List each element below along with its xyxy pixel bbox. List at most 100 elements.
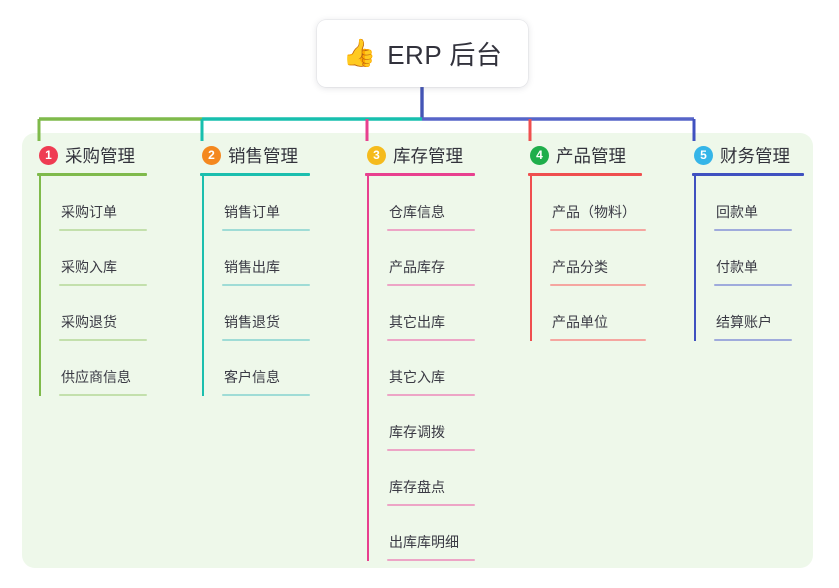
branch-header-2[interactable]: 2 销售管理 [200, 140, 310, 170]
branch-header-1[interactable]: 1 采购管理 [37, 140, 147, 170]
branch-item[interactable]: 采购退货 [37, 286, 147, 341]
branch-item-rule [714, 284, 792, 286]
branch-title: 库存管理 [393, 145, 463, 166]
branch-item-rule [59, 394, 147, 396]
root-title: ERP 后台 [387, 40, 503, 70]
branch-item-label: 供应商信息 [61, 369, 131, 385]
branch-column-1: 1 采购管理采购订单采购入库采购退货供应商信息 [37, 140, 147, 396]
branch-item-label: 采购入库 [61, 259, 117, 275]
branch-item-rule [714, 229, 792, 231]
branch-header-rule [528, 173, 642, 176]
thumbs-up-icon: 👍 [342, 38, 377, 68]
branch-item[interactable]: 产品分类 [528, 231, 646, 286]
branch-item-rule [387, 284, 475, 286]
branch-spine [694, 176, 696, 341]
branch-item-label: 客户信息 [224, 369, 280, 385]
branch-items: 采购订单采购入库采购退货供应商信息 [37, 176, 147, 396]
branch-item-label: 库存盘点 [389, 479, 445, 495]
branch-item[interactable]: 产品（物料） [528, 176, 646, 231]
branch-item[interactable]: 采购订单 [37, 176, 147, 231]
branch-item-label: 结算账户 [716, 314, 772, 330]
branch-item-rule [222, 394, 310, 396]
branch-items: 仓库信息产品库存其它出库其它入库库存调拨库存盘点出库库明细 [365, 176, 475, 561]
branch-number-badge: 4 [530, 145, 549, 165]
root-node[interactable]: 👍 ERP 后台 [317, 20, 528, 87]
branch-item[interactable]: 付款单 [692, 231, 804, 286]
branch-item-rule [59, 284, 147, 286]
branch-item[interactable]: 销售出库 [200, 231, 310, 286]
branch-items: 产品（物料） 产品分类产品单位 [528, 176, 646, 341]
branches-panel [22, 133, 813, 568]
branch-item-label: 产品（物料） [552, 204, 636, 220]
branch-item-rule [59, 339, 147, 341]
branch-number-badge: 3 [367, 145, 386, 165]
branch-item-rule [387, 559, 475, 561]
branch-item-rule [714, 339, 792, 341]
branch-item[interactable]: 采购入库 [37, 231, 147, 286]
branch-item-label: 采购订单 [61, 204, 117, 220]
branch-spine [530, 176, 532, 341]
branch-title: 采购管理 [65, 145, 135, 166]
branch-item-label: 其它入库 [389, 369, 445, 385]
branch-item-label: 销售订单 [224, 204, 280, 220]
branch-item[interactable]: 出库库明细 [365, 506, 475, 561]
branch-header-rule [200, 173, 310, 176]
branch-item[interactable]: 销售订单 [200, 176, 310, 231]
branch-header-3[interactable]: 3 库存管理 [365, 140, 475, 170]
branch-item-rule [387, 229, 475, 231]
branch-number-badge: 1 [39, 145, 58, 165]
branch-header-5[interactable]: 5 财务管理 [692, 140, 804, 170]
branch-item-rule [222, 284, 310, 286]
branch-item[interactable]: 客户信息 [200, 341, 310, 396]
branch-item-rule [387, 449, 475, 451]
branch-column-5: 5 财务管理回款单付款单结算账户 [692, 140, 804, 341]
branch-item[interactable]: 产品库存 [365, 231, 475, 286]
branch-item-label: 其它出库 [389, 314, 445, 330]
branch-item-label: 付款单 [716, 259, 758, 275]
branch-spine [367, 176, 369, 561]
branch-item-label: 回款单 [716, 204, 758, 220]
branch-header-rule [37, 173, 147, 176]
branch-item-rule [59, 229, 147, 231]
branch-column-3: 3 库存管理仓库信息产品库存其它出库其它入库库存调拨库存盘点出库库明细 [365, 140, 475, 561]
branch-item-rule [550, 284, 646, 286]
branch-header-rule [692, 173, 804, 176]
branch-header-rule [365, 173, 475, 176]
branch-item-rule [387, 394, 475, 396]
branch-item[interactable]: 库存调拨 [365, 396, 475, 451]
branch-item-label: 库存调拨 [389, 424, 445, 440]
branch-spine [202, 176, 204, 396]
branch-item-label: 销售出库 [224, 259, 280, 275]
branch-item-label: 产品单位 [552, 314, 608, 330]
branch-items: 回款单付款单结算账户 [692, 176, 804, 341]
branch-item[interactable]: 回款单 [692, 176, 804, 231]
branch-item-rule [550, 229, 646, 231]
branch-item-label: 仓库信息 [389, 204, 445, 220]
branch-title: 销售管理 [228, 145, 298, 166]
branch-item-label: 采购退货 [61, 314, 117, 330]
branch-item[interactable]: 仓库信息 [365, 176, 475, 231]
branch-column-4: 4 产品管理产品（物料） 产品分类产品单位 [528, 140, 646, 341]
branch-item-rule [222, 229, 310, 231]
branch-item-rule [550, 339, 646, 341]
branch-item[interactable]: 库存盘点 [365, 451, 475, 506]
branch-title: 财务管理 [720, 145, 790, 166]
branch-item-rule [387, 339, 475, 341]
branch-number-badge: 5 [694, 145, 713, 165]
branch-item[interactable]: 结算账户 [692, 286, 804, 341]
branch-item[interactable]: 产品单位 [528, 286, 646, 341]
branch-item[interactable]: 销售退货 [200, 286, 310, 341]
branch-item[interactable]: 其它入库 [365, 341, 475, 396]
branch-title: 产品管理 [556, 145, 626, 166]
branch-header-4[interactable]: 4 产品管理 [528, 140, 646, 170]
branch-column-2: 2 销售管理销售订单销售出库销售退货客户信息 [200, 140, 310, 396]
branch-item[interactable]: 其它出库 [365, 286, 475, 341]
branch-items: 销售订单销售出库销售退货客户信息 [200, 176, 310, 396]
branch-item[interactable]: 供应商信息 [37, 341, 147, 396]
branch-item-label: 销售退货 [224, 314, 280, 330]
branch-item-rule [387, 504, 475, 506]
branch-item-label: 出库库明细 [389, 534, 459, 550]
branch-number-badge: 2 [202, 145, 221, 165]
branch-spine [39, 176, 41, 396]
